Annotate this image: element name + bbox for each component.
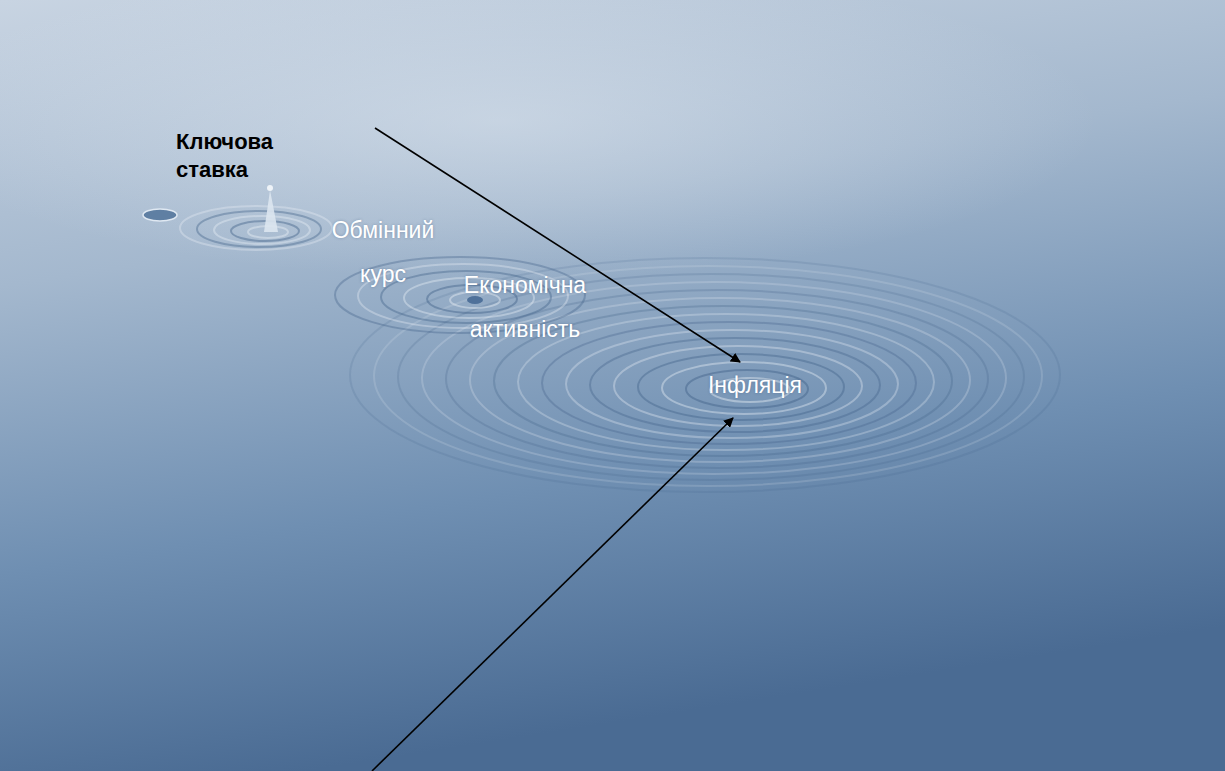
economic-activity-label: Економічна активність [430, 263, 620, 351]
water-drop [267, 185, 273, 191]
ripple-ring [398, 274, 1024, 480]
light-reflection [0, 0, 1100, 280]
ripple-ring [638, 354, 844, 420]
ripple-group [180, 206, 1060, 492]
splash-column [264, 190, 278, 232]
ripple-ring [374, 266, 1042, 486]
ripple-ring [180, 206, 332, 250]
ripple-ring [566, 330, 898, 438]
ripple-ring [614, 346, 862, 426]
pointer-arrow [375, 128, 740, 362]
pointer-arrow [372, 418, 733, 771]
water-drop [143, 209, 177, 221]
inflation-label: Інфляція [690, 363, 820, 407]
ripple-ring [197, 211, 321, 247]
ripple-ring [422, 282, 1006, 474]
ripple-ring [590, 338, 880, 432]
key-rate-label: Ключова ставка [176, 128, 316, 184]
ripple-ring [662, 362, 826, 414]
exchange-rate-label: Обмінний курс [318, 208, 448, 296]
ripple-ring [214, 216, 310, 244]
ripple-ring [518, 314, 934, 450]
ripple-ring [350, 258, 1060, 492]
ripple-ring [542, 322, 916, 444]
